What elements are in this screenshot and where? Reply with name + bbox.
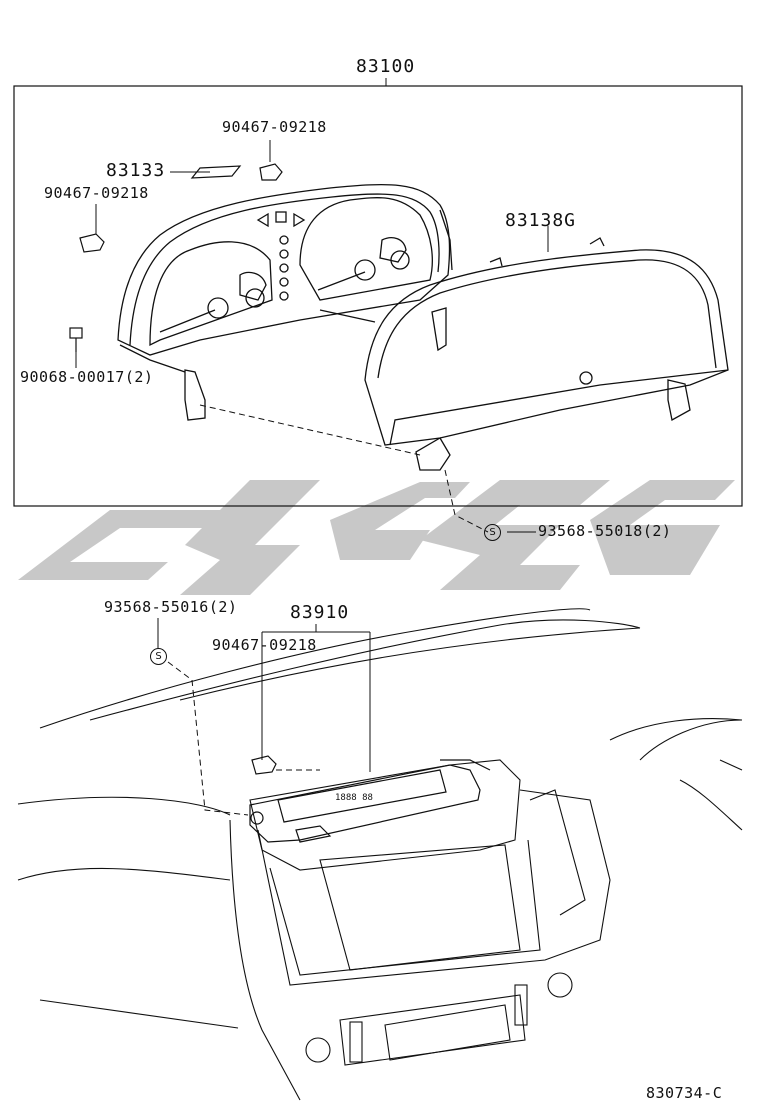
- s-mark-right: S: [484, 524, 501, 541]
- label-83910: 83910: [290, 602, 350, 623]
- label-bulb-left: 93568-55016(2): [104, 598, 238, 616]
- fastener-screw-left: [79, 233, 105, 253]
- fastener-screw-top: [259, 163, 283, 181]
- dashboard-outline: [17, 608, 743, 1101]
- leader-lines: [75, 140, 549, 772]
- label-bulb-right: 93568-55018(2): [538, 522, 672, 540]
- label-clock-screw: 90467-09218: [212, 636, 317, 654]
- watermark-logo: [18, 480, 735, 595]
- label-screw-top: 90467-09218: [222, 118, 327, 136]
- label-bolt: 90068-00017(2): [20, 368, 154, 386]
- glass-cover: [364, 237, 729, 471]
- figure-code: 830734-C: [646, 1084, 723, 1102]
- name-plate: [190, 165, 242, 179]
- label-83100: 83100: [356, 56, 416, 77]
- label-screw-left: 90467-09218: [44, 184, 149, 202]
- clock-unit: 1888 88: [249, 759, 491, 843]
- s-mark-left: S: [150, 648, 167, 665]
- assembly-lines: [167, 404, 489, 816]
- cluster-housing: [117, 184, 453, 421]
- clock-screw: [251, 755, 277, 775]
- fastener-bolt: [69, 327, 83, 352]
- label-83138g: 83138G: [505, 210, 577, 231]
- svg-text:1888 88: 1888 88: [335, 793, 373, 803]
- assembly-box: [13, 85, 743, 507]
- label-83133: 83133: [106, 160, 166, 181]
